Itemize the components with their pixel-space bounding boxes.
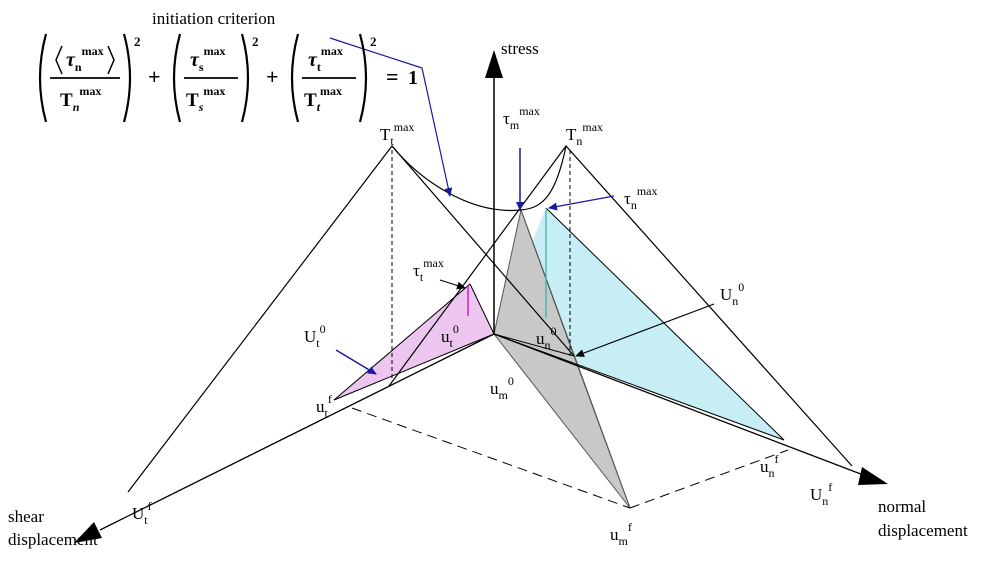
initiation-criterion-curve <box>391 145 567 212</box>
un0-pointer-arrow <box>575 303 715 357</box>
symbol-Tn-max: Tnmax <box>566 120 603 148</box>
symbol-Tt-max: Ttmax <box>380 120 414 148</box>
normal-displacement-label-line1: normal <box>878 497 926 516</box>
equation-exponent: 2 <box>370 34 377 49</box>
shear-displacement-label-line2: displacement <box>8 530 98 549</box>
equation-numerator: τsmax <box>190 44 226 74</box>
shear-displacement-label-line1: shear <box>8 507 44 526</box>
stress-axis-label: stress <box>501 39 539 58</box>
symbol-Ut0: Ut0 <box>304 322 326 350</box>
symbol-Un0: Un0 <box>720 280 744 308</box>
symbol-unf: unf <box>760 452 779 480</box>
symbol-utf: utf <box>316 392 332 420</box>
normal-traction-region <box>494 208 784 440</box>
initiation-criterion-label: initiation criterion <box>152 9 276 28</box>
criterion-pointer-arrow <box>329 37 453 197</box>
normal-slope-line <box>545 207 785 441</box>
failure-boundary-shear <box>351 407 631 509</box>
symbol-Unf: Unf <box>810 480 832 508</box>
symbol-un0: un0 <box>536 324 557 352</box>
symbol-Utf: Utf <box>132 499 152 527</box>
normal-axis-arrowhead <box>858 467 888 485</box>
mixed-mode-back-face <box>520 209 631 509</box>
normal-displacement-axis <box>493 333 867 477</box>
taut-max-pointer-arrow <box>439 279 466 290</box>
equation-plus: + <box>266 64 279 89</box>
equation-exponent: 2 <box>252 34 259 49</box>
equation-exponent: 2 <box>134 34 141 49</box>
shear-traction-region <box>334 284 494 400</box>
symbol-umf: umf <box>610 520 632 548</box>
stress-axis-arrowhead <box>485 50 503 78</box>
symbol-um0: um0 <box>490 374 514 402</box>
symbol-taut-max: τtmax <box>413 256 444 284</box>
equation-denominator: Ttmax <box>304 84 342 114</box>
failure-boundary-normal <box>629 449 789 509</box>
equation-denominator: Tsmax <box>186 84 225 114</box>
equation-numerator: τtmax <box>308 44 343 74</box>
shear-axis-arrowhead <box>74 522 102 543</box>
symbol-taum-max: τmmax <box>503 104 540 132</box>
equation-equals: = <box>386 64 399 89</box>
shear-slope-line <box>333 283 471 401</box>
normal-inner-line <box>493 333 785 441</box>
symbol-taun-max: τnmax <box>624 184 658 212</box>
shear-slope-line-2 <box>469 283 495 335</box>
symbol-ut0: ut0 <box>441 322 459 350</box>
mixed-ground-line <box>493 333 575 357</box>
shear-displacement-axis <box>99 333 495 531</box>
equation-numerator: τnmax <box>66 44 104 74</box>
normal-displacement-label-line2: displacement <box>878 521 968 540</box>
ut0-pointer-arrow <box>335 349 377 375</box>
equation-rhs: 1 <box>408 67 418 89</box>
shear-inner-line <box>333 333 495 401</box>
equation-denominator: Tnmax <box>60 84 101 114</box>
equation-plus: + <box>148 64 161 89</box>
taun-max-pointer-arrow <box>548 195 615 211</box>
